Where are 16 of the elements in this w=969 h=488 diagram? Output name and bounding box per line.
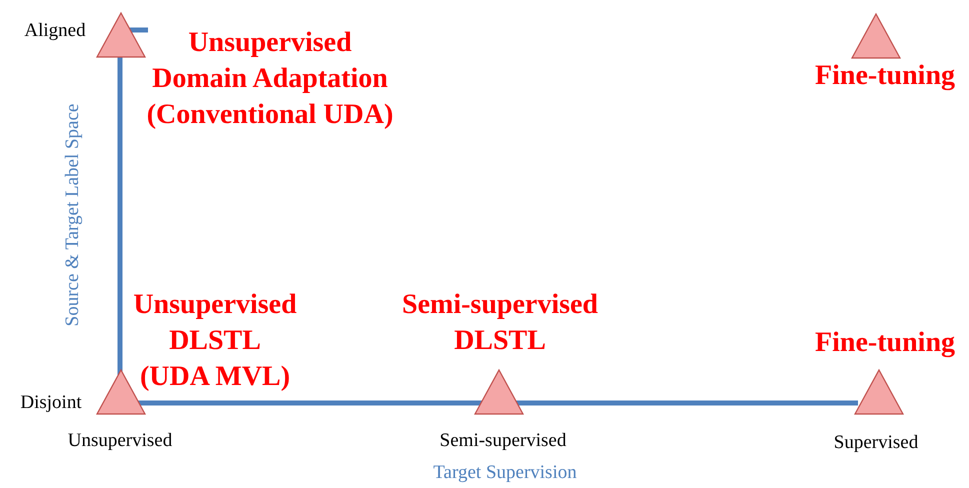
triangle-marker (851, 13, 901, 59)
triangle-marker (854, 369, 904, 415)
triangle-marker (474, 369, 524, 415)
axis-title: Source & Target Label Space (62, 104, 84, 326)
axis-tick-label: Semi-supervised (440, 430, 566, 452)
axis-tick-label: Disjoint (20, 392, 82, 414)
axis-tick-label: Unsupervised (68, 430, 172, 452)
triangle-marker (96, 12, 146, 58)
method-label: Unsupervised DLSTL (UDA MVL) (132, 288, 298, 394)
axis-tick-label: Supervised (834, 432, 918, 454)
axis-tick-label: Aligned (24, 20, 86, 42)
method-label: Semi-supervised DLSTL (401, 288, 599, 358)
method-label: Fine-tuning (814, 59, 956, 93)
method-label: Unsupervised Domain Adaptation (Conventional UDA) (146, 26, 394, 132)
axis-title: Target Supervision (433, 462, 577, 484)
method-label: Fine-tuning (814, 326, 956, 360)
